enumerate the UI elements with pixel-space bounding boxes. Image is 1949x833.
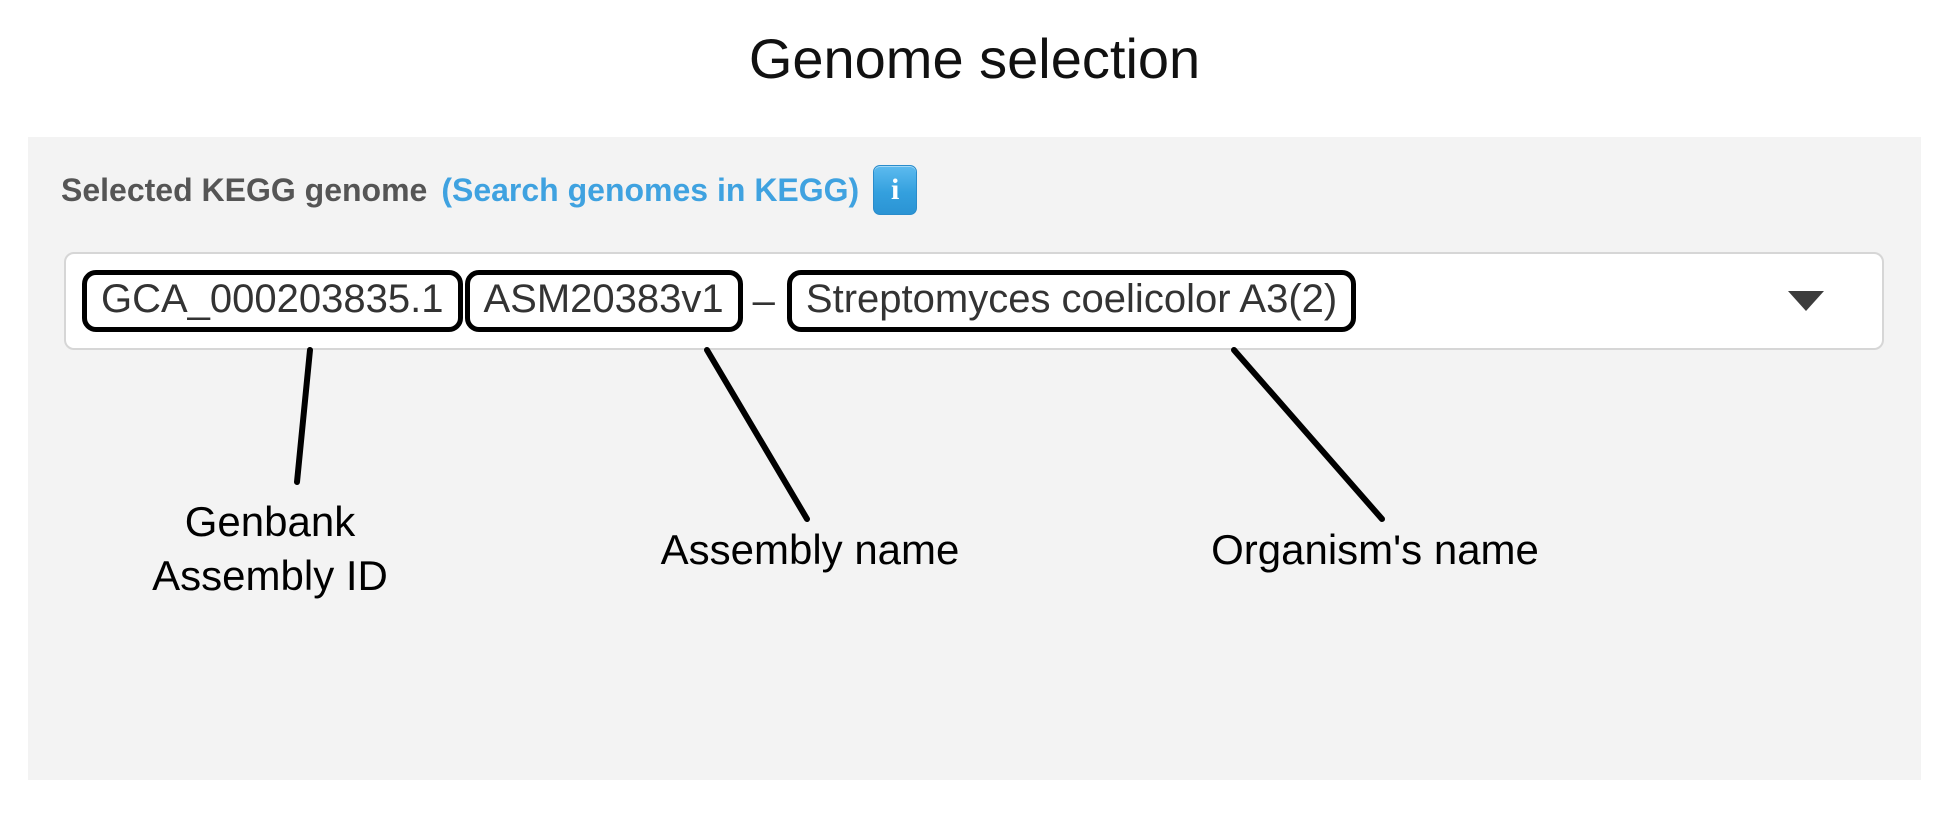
organism-name-value: Streptomyces coelicolor A3(2) — [786, 269, 1357, 333]
annotation-label-organism: Organism's name — [1211, 526, 1539, 573]
page-title: Genome selection — [748, 27, 1201, 90]
value-separator: – — [752, 278, 775, 323]
assembly-name-value: ASM20383v1 — [464, 269, 743, 333]
annotation-label-assembly: Assembly name — [660, 526, 960, 573]
selected-genome-label: Selected KEGG genome — [61, 171, 428, 208]
info-icon[interactable]: i — [873, 165, 918, 215]
genome-select[interactable]: GCA_000203835.1 ASM20383v1 – Streptomyce… — [64, 252, 1884, 350]
search-genomes-in-kegg-link[interactable]: (Search genomes in KEGG) — [441, 171, 860, 208]
genome-selection-panel: Selected KEGG genome (Search genomes in … — [28, 137, 1921, 780]
genbank-assembly-id-value: GCA_000203835.1 — [82, 269, 463, 333]
chevron-down-icon[interactable] — [1788, 291, 1824, 311]
selected-genome-label-row: Selected KEGG genome (Search genomes in … — [61, 165, 918, 215]
genome-select-value: GCA_000203835.1 ASM20383v1 – Streptomyce… — [82, 254, 1357, 348]
annotation-label-genbank: Genbank Assembly ID — [152, 498, 388, 599]
